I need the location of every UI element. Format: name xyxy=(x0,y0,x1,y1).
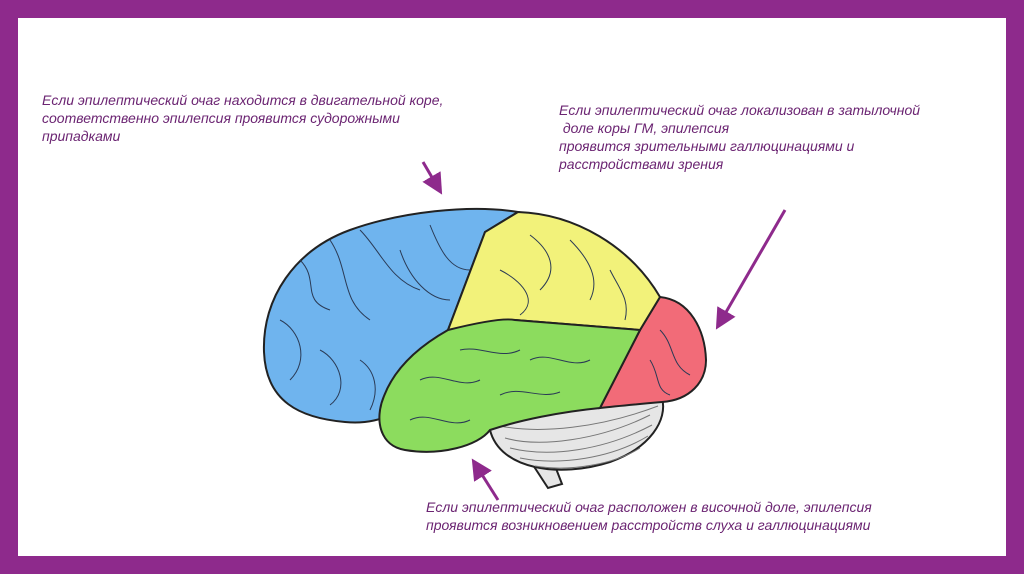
caption-line: Если эпилептический очаг локализован в з… xyxy=(559,102,921,118)
temporal-lobe-caption: Если эпилептический очаг расположен в ви… xyxy=(426,498,872,534)
caption-line: Если эпилептический очаг расположен в ви… xyxy=(426,499,872,515)
motor-cortex-caption: Если эпилептический очаг находится в дви… xyxy=(42,91,443,145)
temporal-lobe xyxy=(378,318,642,453)
gyri-lines xyxy=(279,224,691,424)
caption-line: расстройствами зрения xyxy=(559,156,724,172)
arrow-icon xyxy=(471,458,500,501)
arrow-icon xyxy=(715,209,787,330)
caption-line: проявится зрительными галлюцинациями и xyxy=(559,138,855,154)
arrow-icon xyxy=(421,161,443,195)
occipital-lobe xyxy=(598,295,708,410)
caption-line: Если эпилептический очаг находится в дви… xyxy=(42,92,444,108)
caption-line: припадками xyxy=(42,128,121,144)
caption-line: соответственно эпилепсия проявится судор… xyxy=(42,110,400,126)
caption-line: проявится возникновением расстройств слу… xyxy=(426,517,871,533)
caption-line: доле коры ГМ, эпилепсия xyxy=(559,120,730,136)
occipital-lobe-caption: Если эпилептический очаг локализован в з… xyxy=(559,101,920,173)
frontal-lobe xyxy=(262,207,521,424)
